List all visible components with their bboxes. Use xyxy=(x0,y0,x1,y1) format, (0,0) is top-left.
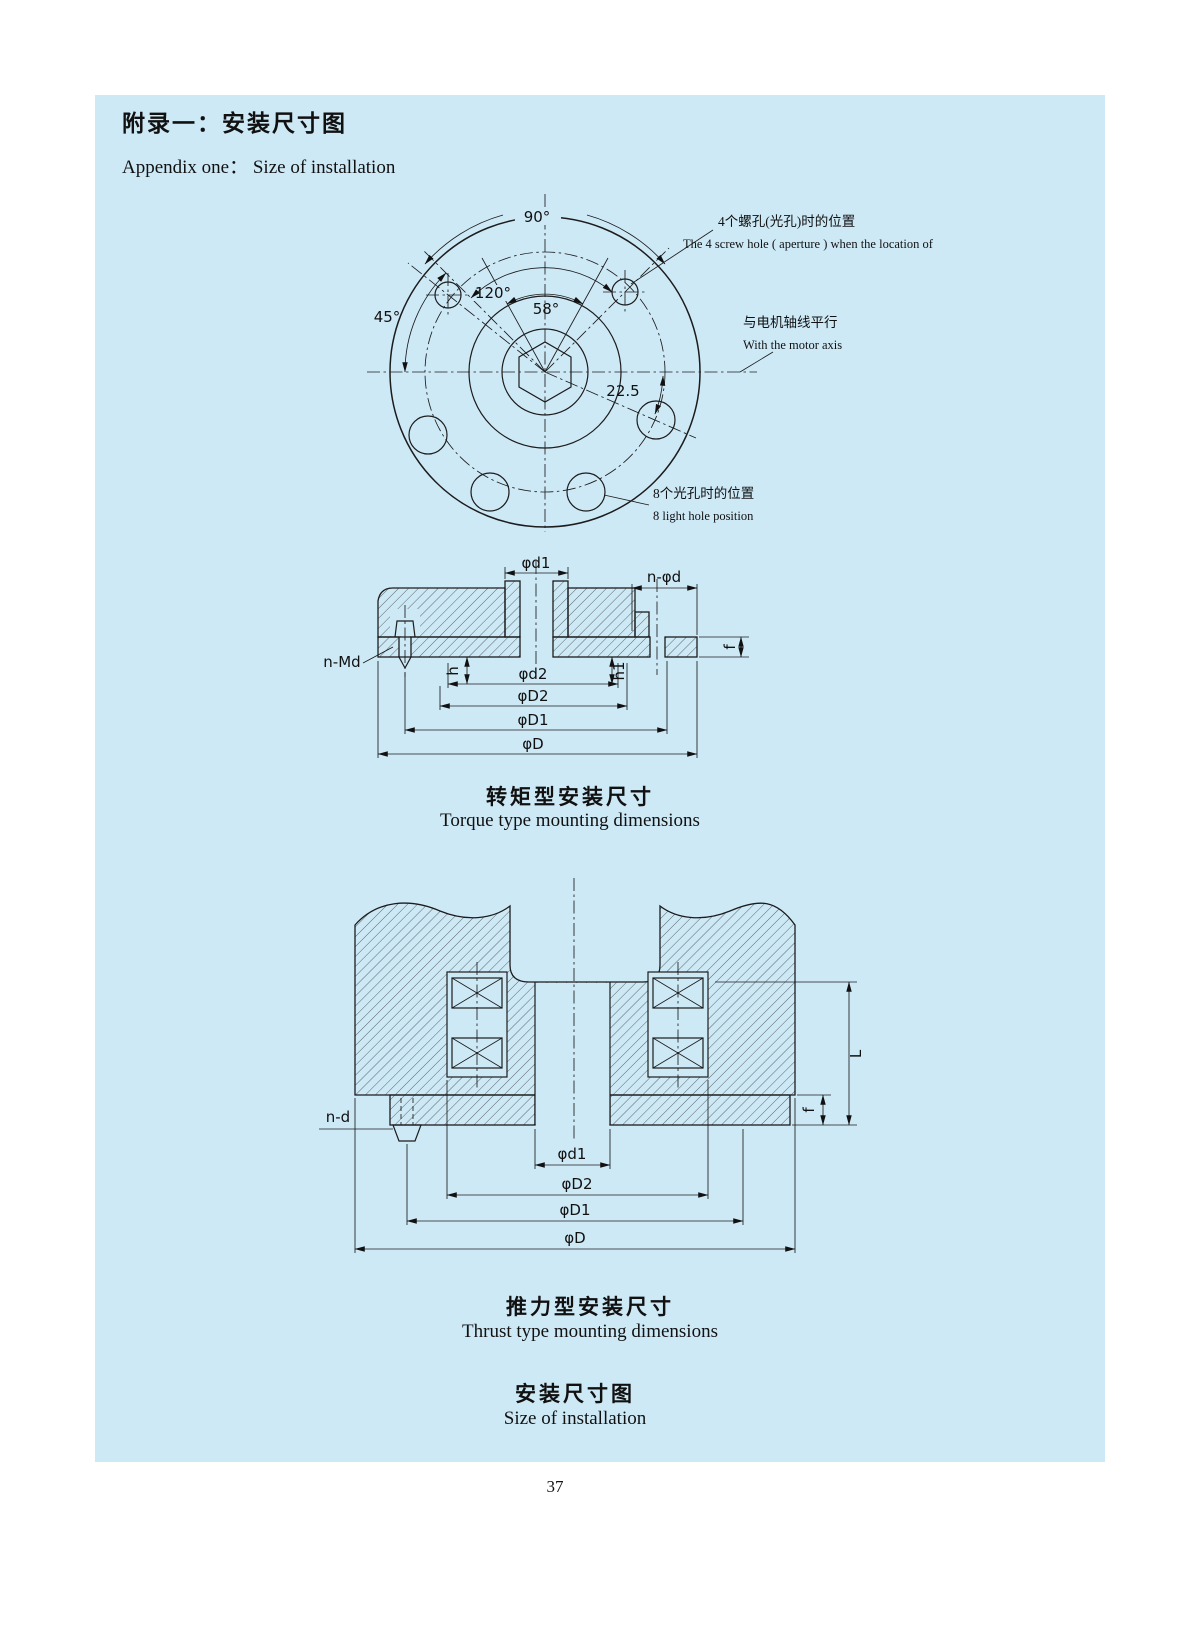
center-bore-fill xyxy=(535,983,610,1124)
dim-label-D1: φD1 xyxy=(560,1201,591,1219)
dim-label-D1: φD1 xyxy=(518,711,549,729)
dim-label-d1: φd1 xyxy=(558,1145,587,1163)
dim-label-D: φD xyxy=(522,735,543,753)
page-subtitle: Appendix one： Size of installation xyxy=(122,157,396,178)
torque-section-diagram: φd1 n-φd f n-Md h h1 φd2 φD2 φD1 φD xyxy=(323,555,749,758)
dim-label-D: φD xyxy=(564,1229,585,1247)
section-body xyxy=(377,580,698,658)
dim-label-D2: φD2 xyxy=(562,1175,593,1193)
page-title: 附录一：安装尺寸图 xyxy=(122,111,347,136)
thrust-caption-en: Thrust type mounting dimensions xyxy=(462,1321,718,1342)
dim-label-n-phi-d: n-φd xyxy=(647,568,681,586)
dim-label-d1: φd1 xyxy=(522,555,551,572)
dim-label-D2: φD2 xyxy=(518,687,549,705)
mounting-bolt xyxy=(392,1098,422,1142)
flange-top-view-diagram: 90° 45° 120° 58° 22.5 4个螺孔(光孔)时的位置 The 4… xyxy=(367,194,934,532)
angle-labels: 90° 45° 120° 58° 22.5 xyxy=(374,208,640,400)
thrust-section-diagram: n-d L f φd1 φD2 φD1 φD xyxy=(319,878,865,1253)
dim-label-n-d: n-d xyxy=(326,1108,350,1126)
dim-label-h: h xyxy=(444,666,462,676)
angle-label-90: 90° xyxy=(524,208,551,226)
dim-label-h1: h1 xyxy=(610,661,628,680)
content-panel xyxy=(95,95,1105,1462)
light-hole-annotation-en: 8 light hole position xyxy=(653,509,754,523)
angle-label-58: 58° xyxy=(533,300,560,318)
screw-hole-annotation-zh: 4个螺孔(光孔)时的位置 xyxy=(718,214,855,229)
footer-caption-zh: 安装尺寸图 xyxy=(515,1382,635,1406)
dimension-lines xyxy=(319,981,857,1253)
hex-hole xyxy=(518,341,572,403)
center-lines xyxy=(404,561,658,677)
footer-caption-en: Size of installation xyxy=(503,1408,647,1429)
wedge-lines xyxy=(481,257,609,373)
dimension-lines xyxy=(362,567,749,758)
torque-caption-zh: 转矩型安装尺寸 xyxy=(486,785,654,809)
hub-circle xyxy=(501,328,589,416)
dim-label-f: f xyxy=(800,1107,818,1113)
dim-label-n-Md: n-Md xyxy=(323,653,360,671)
torque-caption-en: Torque type mounting dimensions xyxy=(440,810,700,831)
angle-label-45: 45° xyxy=(374,308,401,326)
dim-label-d2: φd2 xyxy=(519,665,548,683)
dim-label-f: f xyxy=(721,644,739,650)
leader-lines xyxy=(603,229,774,506)
dimension-labels: φd1 n-φd f n-Md h h1 φd2 φD2 φD1 φD xyxy=(323,555,739,753)
angle-arcs xyxy=(402,214,666,415)
motor-axis-annotation-en: With the motor axis xyxy=(743,338,842,352)
center-lines xyxy=(476,878,679,1140)
label-mask xyxy=(515,208,561,225)
bolt-holes xyxy=(408,400,676,512)
screw-hole-annotation-en: The 4 screw hole ( aperture ) when the l… xyxy=(683,237,934,251)
angle-label-120: 120° xyxy=(475,284,511,302)
dimension-labels: n-d L f φd1 φD2 φD1 φD xyxy=(326,1049,865,1247)
motor-axis-annotation-zh: 与电机轴线平行 xyxy=(743,315,838,330)
page-number: 37 xyxy=(546,1477,564,1496)
dim-label-L: L xyxy=(847,1049,865,1058)
annotations: 4个螺孔(光孔)时的位置 The 4 screw hole ( aperture… xyxy=(653,214,934,523)
light-hole-annotation-zh: 8个光孔时的位置 xyxy=(653,486,754,501)
angle-label-22-5: 22.5 xyxy=(606,382,639,400)
center-bore xyxy=(534,982,611,1125)
thrust-caption-zh: 推力型安装尺寸 xyxy=(506,1295,674,1319)
